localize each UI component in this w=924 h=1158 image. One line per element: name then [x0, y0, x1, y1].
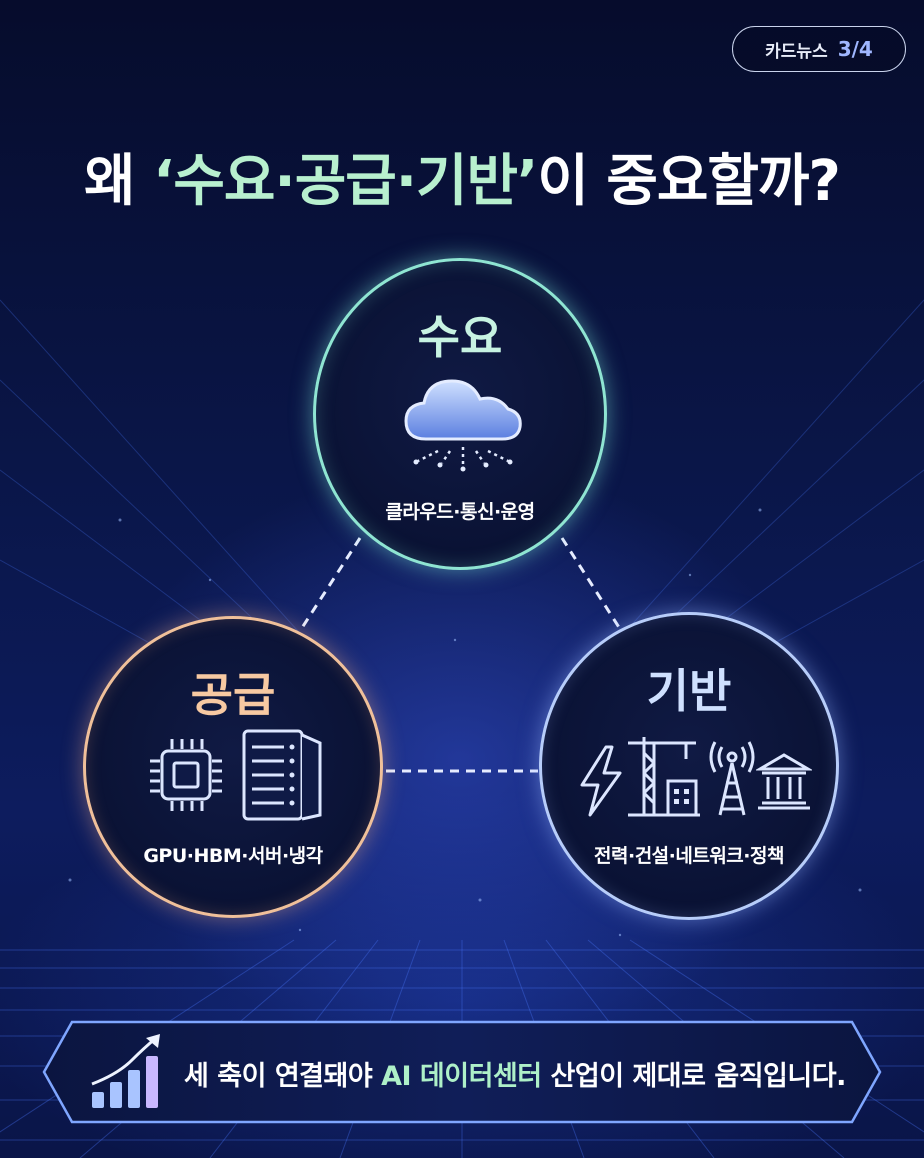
- base-circle: 기반: [539, 612, 839, 920]
- chip-icon: [150, 739, 222, 811]
- page-indicator: 3/4: [837, 37, 873, 61]
- badge-label: 카드뉴스: [765, 41, 828, 62]
- supply-circle: 공급 GPU·HBM·서버·냉각: [83, 616, 383, 918]
- demand-title: 수요: [417, 310, 503, 364]
- title-part1: 왜: [84, 149, 154, 214]
- title-highlight: ‘수요·공급·기반’: [153, 149, 538, 214]
- growth-chart-icon: [91, 1034, 160, 1108]
- lightning-icon: [580, 745, 622, 817]
- page-badge: 카드뉴스 3/4: [732, 26, 906, 72]
- banner-text-before: 세 축이 연결돼야: [184, 1061, 382, 1092]
- summary-banner: 세 축이 연결돼야 AI 데이터센터 산업이 제대로 움직입니다.: [38, 1016, 886, 1128]
- demand-subtitle: 클라우드·통신·운영: [385, 501, 535, 523]
- banner-text-highlight: AI 데이터센터: [381, 1061, 542, 1092]
- banner-message: 세 축이 연결돼야 AI 데이터센터 산업이 제대로 움직입니다.: [184, 1054, 846, 1093]
- supply-title: 공급: [190, 668, 276, 722]
- demand-circle: 수요 클라우드·통신·운영: [313, 258, 607, 570]
- cloud-icon: [404, 379, 522, 472]
- government-building-icon: [756, 753, 812, 810]
- page-title: 왜 ‘수요·공급·기반’이 중요할까?: [0, 136, 924, 217]
- banner-text-after: 산업이 제대로 움직입니다.: [541, 1061, 847, 1092]
- server-rack-icon: [242, 729, 322, 821]
- banner-frame: [42, 1020, 882, 1124]
- base-title: 기반: [646, 664, 732, 718]
- supply-subtitle: GPU·HBM·서버·냉각: [143, 845, 323, 867]
- antenna-icon: [709, 741, 755, 816]
- crane-icon: [628, 737, 700, 817]
- title-part2: 이 중요할까?: [537, 149, 841, 214]
- base-subtitle: 전력·건설·네트워크·정책: [594, 845, 784, 867]
